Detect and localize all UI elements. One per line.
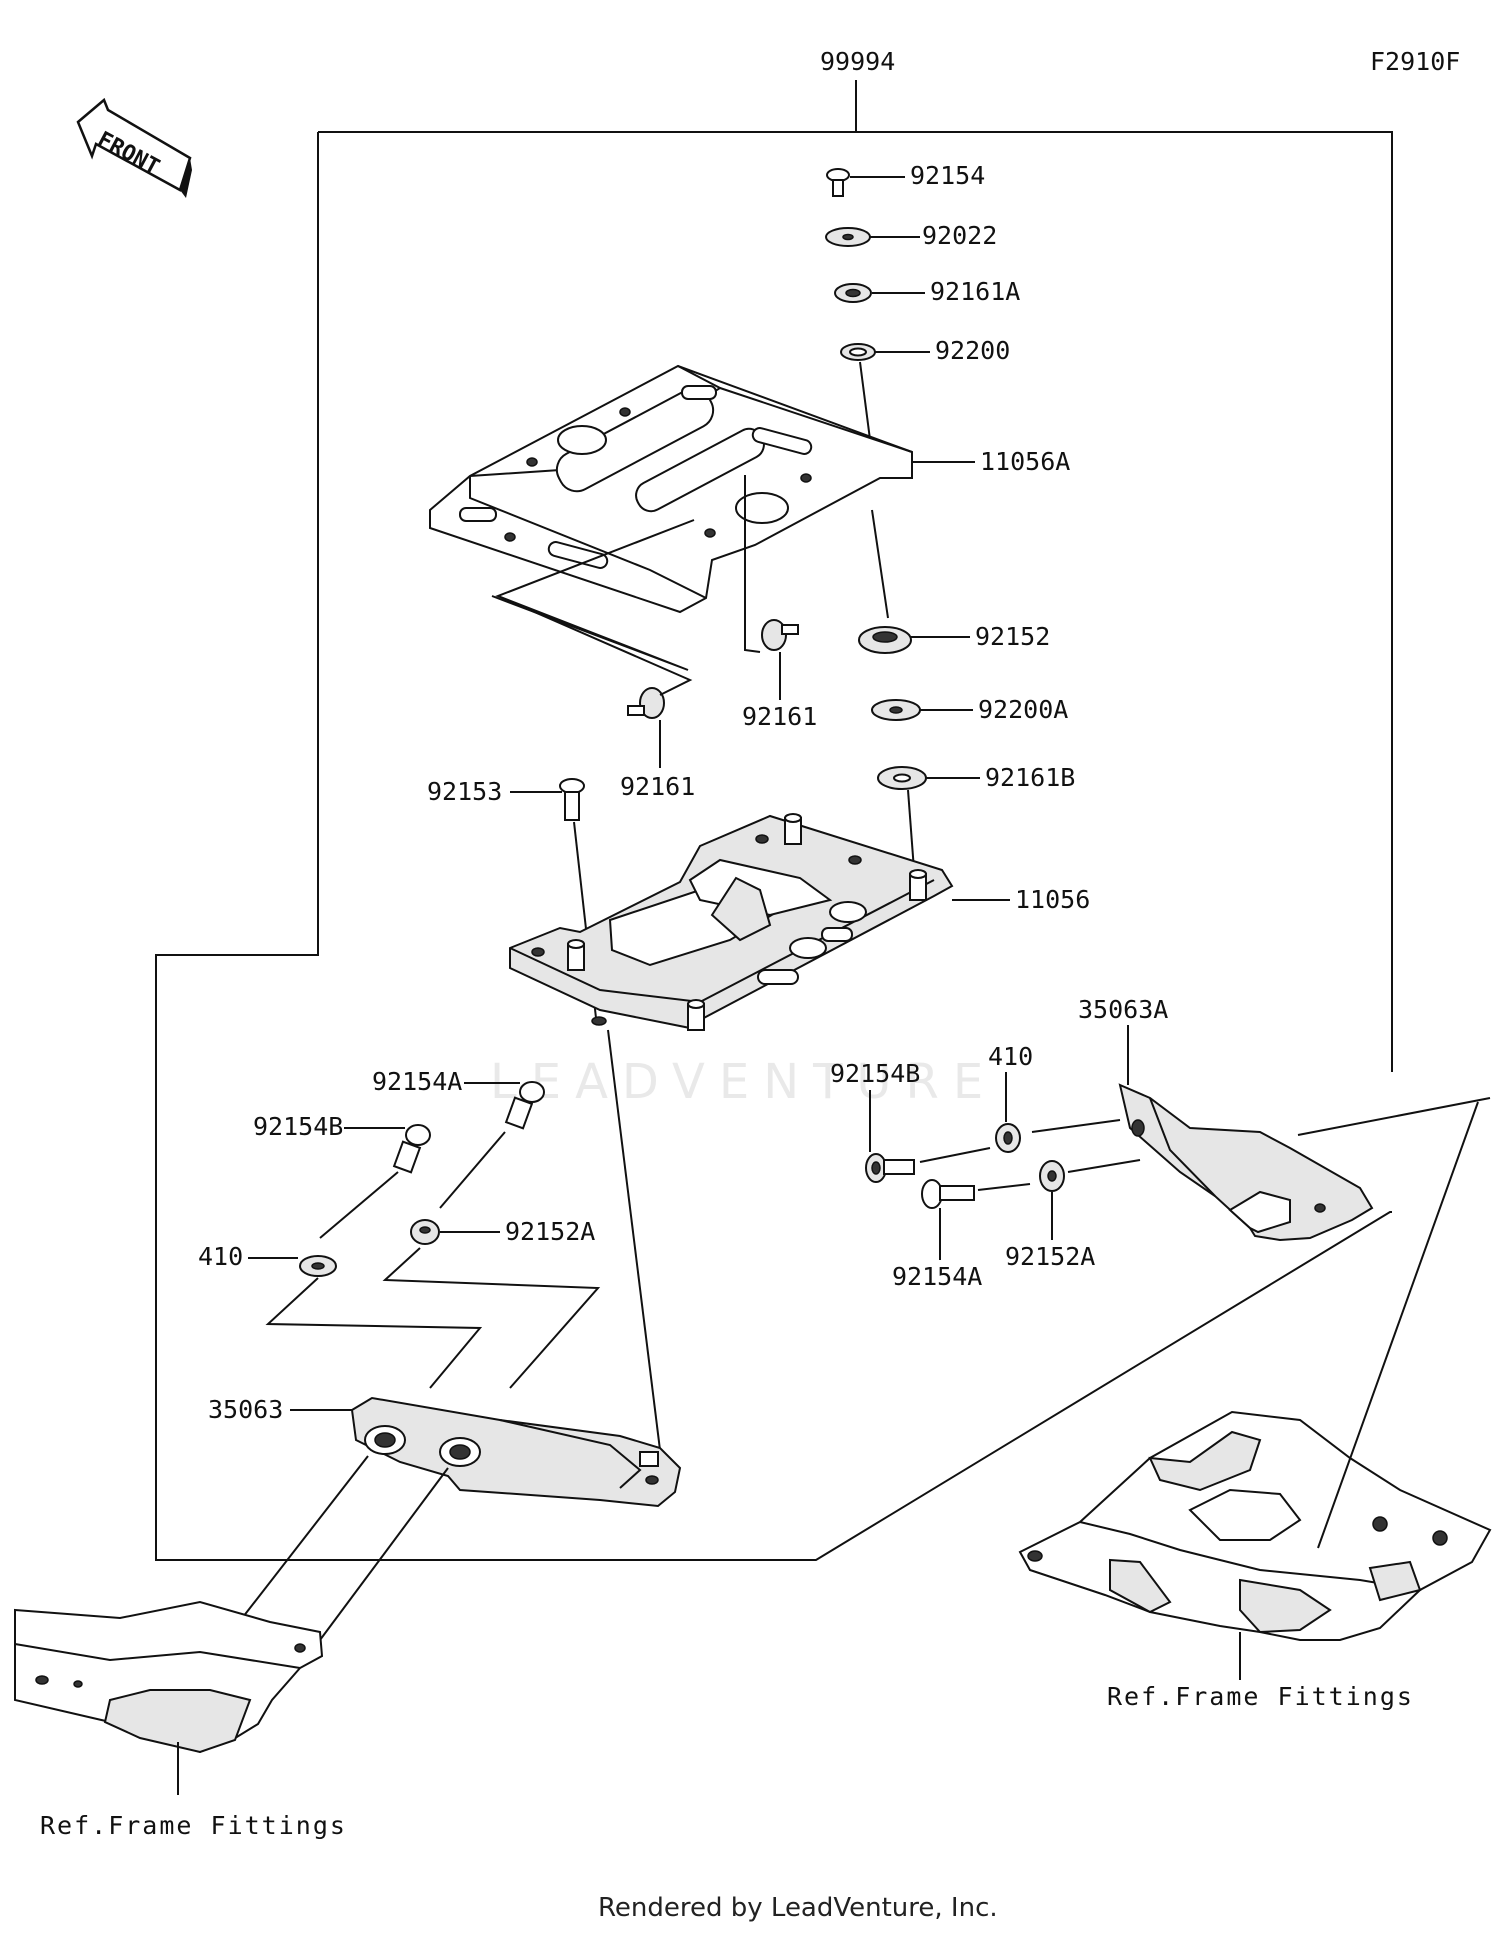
damper-92161-right-icon: [761, 619, 799, 700]
callout-92154a-right: 92154A: [892, 1262, 982, 1291]
callout-11056: 11056: [1015, 885, 1090, 914]
callout-99994: 99994: [820, 47, 895, 76]
standoff-icon: [567, 813, 927, 1031]
callout-92152a-right: 92152A: [1005, 1242, 1095, 1271]
washer-92022-icon: [825, 227, 920, 247]
callout-92161b: 92161B: [985, 763, 1075, 792]
watermark: LEADVENTURE: [490, 1054, 997, 1110]
bolt-92154a-left-icon: [439, 1081, 545, 1209]
screw-92154-icon: [826, 168, 905, 197]
callout-92154b-right: 92154B: [830, 1059, 920, 1088]
damper-92161-left-icon: [497, 595, 693, 768]
callout-92200a: 92200A: [978, 695, 1068, 724]
callout-92161-right: 92161: [742, 702, 817, 731]
washer-92161a-icon: [834, 283, 925, 303]
assembly-outline: [155, 80, 1393, 1561]
callout-35063a: 35063A: [1078, 995, 1168, 1024]
callout-35063: 35063: [208, 1395, 283, 1424]
callout-92161a: 92161A: [930, 277, 1020, 306]
bracket-35063: [235, 1396, 682, 1641]
washer-410-left-icon: [248, 1255, 483, 1389]
front-arrow-icon: FRONT: [76, 97, 192, 198]
ref-frame-fittings-left: Ref.Frame Fittings: [40, 1811, 347, 1840]
callout-92154: 92154: [910, 161, 985, 190]
frame-fitting-left: [14, 1600, 324, 1795]
nut-92152a-left-icon: [382, 1219, 601, 1389]
washer-410-right-icon: [995, 1119, 1121, 1153]
ref-frame-fittings-right: Ref.Frame Fittings: [1107, 1682, 1414, 1711]
footer-credit: Rendered by LeadVenture, Inc.: [598, 1893, 998, 1923]
washer-92200a-icon: [871, 699, 973, 721]
callout-11056a: 11056A: [980, 447, 1070, 476]
callout-410-right: 410: [988, 1042, 1033, 1071]
callout-92154b-left: 92154B: [253, 1112, 343, 1141]
bolt-92154a-right-icon: [921, 1179, 1031, 1260]
callout-92152: 92152: [975, 622, 1050, 651]
callout-92161-left: 92161: [620, 772, 695, 801]
callout-92153: 92153: [427, 777, 502, 806]
callout-92022: 92022: [922, 221, 997, 250]
callout-92152a-left: 92152A: [505, 1217, 595, 1246]
callout-410-left: 410: [198, 1242, 243, 1271]
figure-code: F2910F: [1370, 47, 1460, 76]
lower-plate-11056: [509, 813, 1010, 1451]
grommet-92152-icon: [858, 509, 970, 654]
callout-92154a-left: 92154A: [372, 1067, 462, 1096]
frame-fitting-right: [1018, 1101, 1492, 1680]
nut-92152a-right-icon: [1039, 1159, 1141, 1240]
bolt-92154b-left-icon: [319, 1124, 431, 1239]
upper-plate-11056a: [429, 364, 975, 671]
bolt-92154b-right-icon: [865, 1090, 991, 1183]
bracket-35063a: [1118, 1083, 1491, 1242]
washer-92161b-icon: [877, 766, 980, 871]
callout-92200: 92200: [935, 336, 1010, 365]
